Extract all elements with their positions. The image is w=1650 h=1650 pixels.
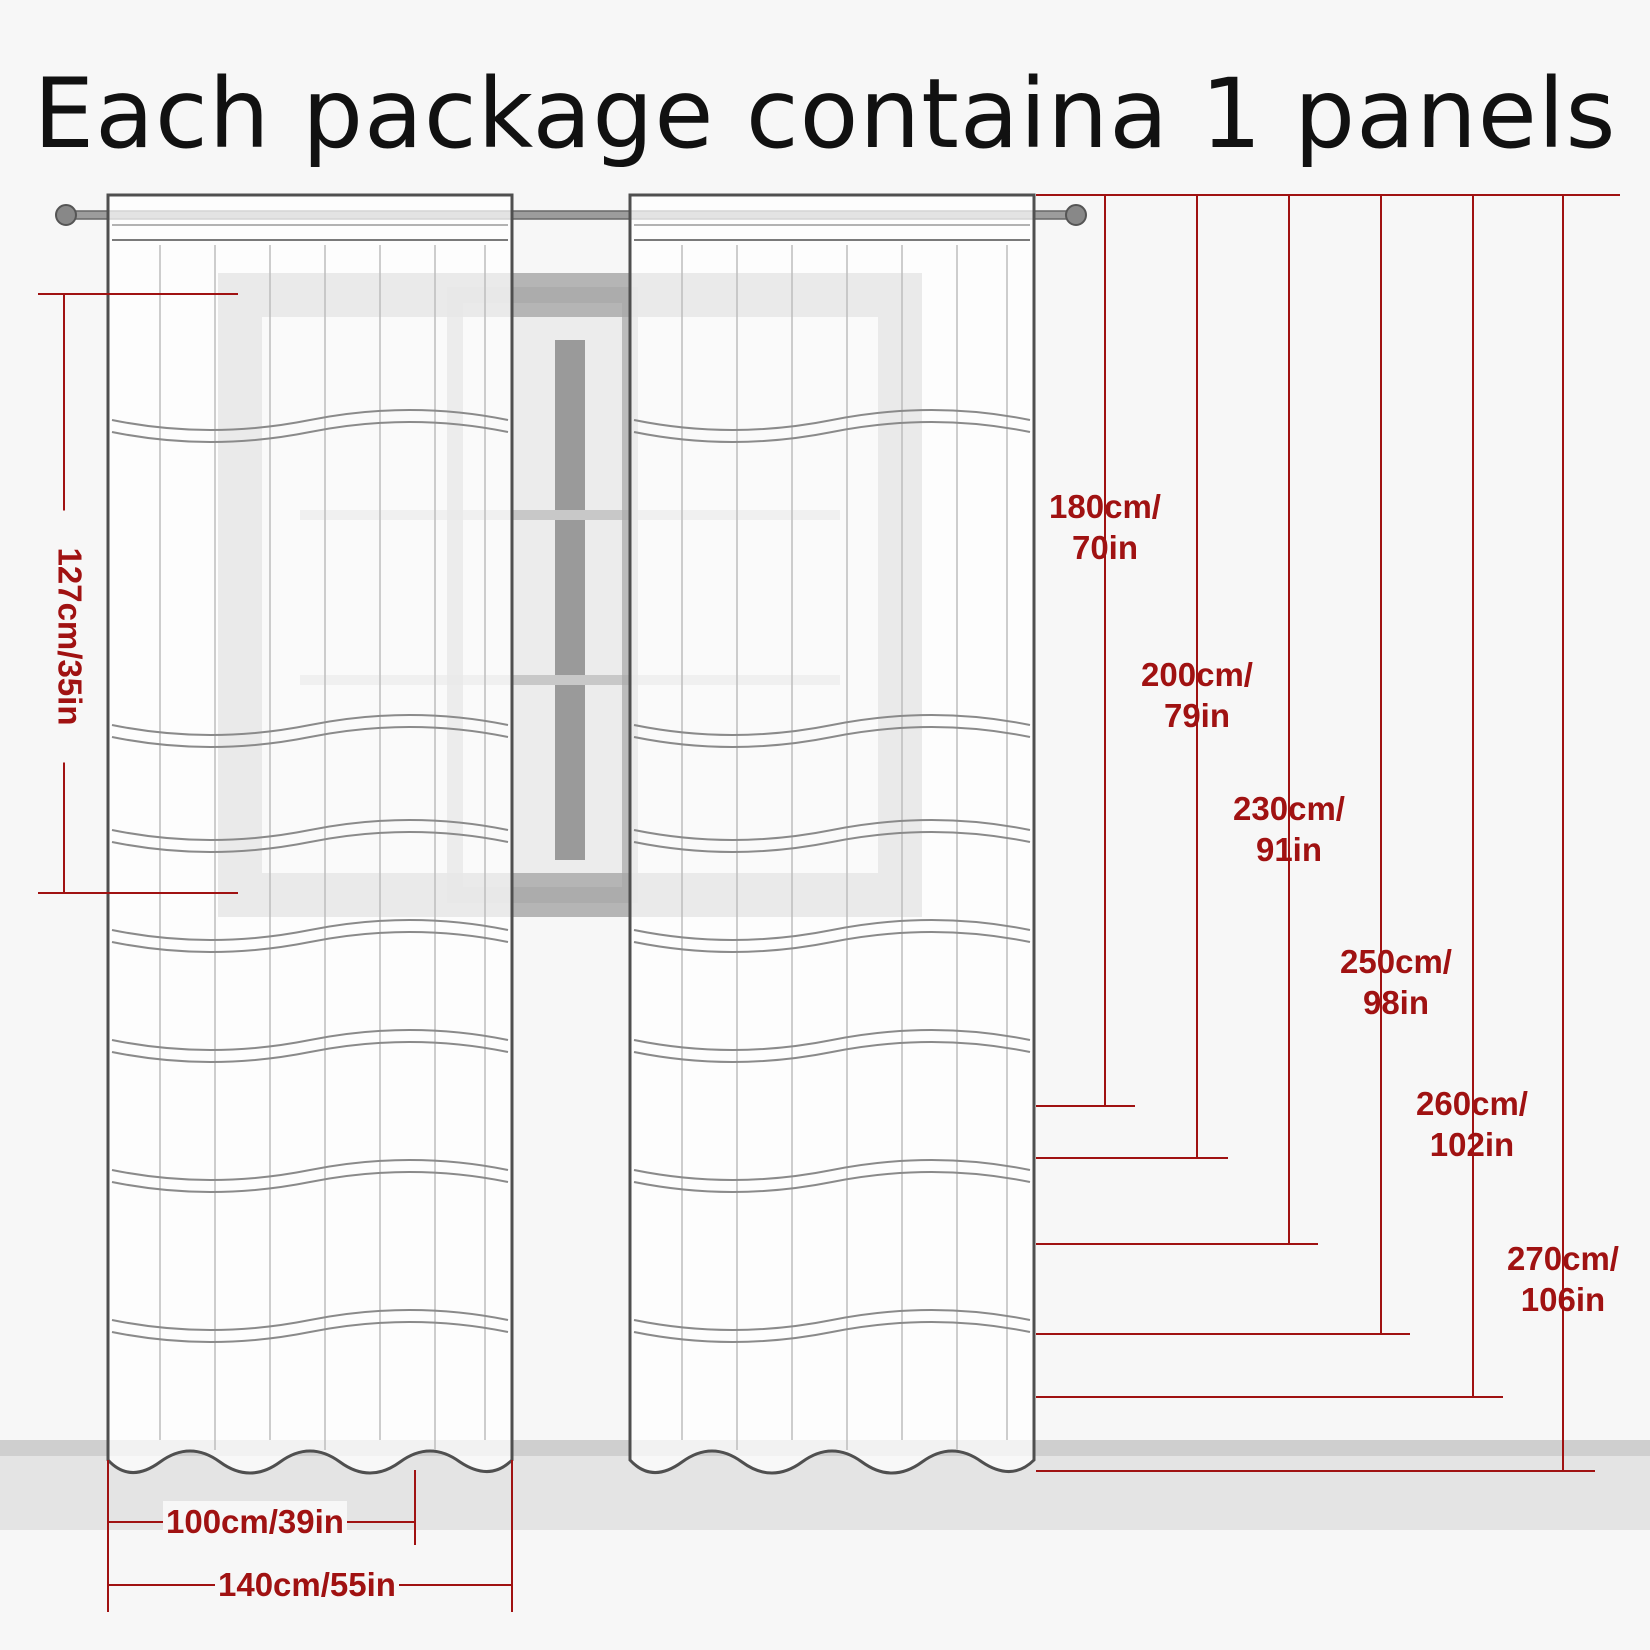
length-label-line: 79in bbox=[1163, 697, 1231, 734]
length-label-260: 260cm/ 102in bbox=[1407, 1083, 1537, 1165]
length-label-line: 70in bbox=[1071, 529, 1139, 566]
length-label-line: 106in bbox=[1520, 1281, 1606, 1318]
width-label-140: 140cm/55in bbox=[215, 1564, 399, 1605]
length-label-line: 180cm/ bbox=[1049, 488, 1161, 525]
page-title: Each package containa 1 panels bbox=[33, 58, 1617, 170]
length-label-line: 270cm/ bbox=[1507, 1240, 1619, 1277]
length-label-line: 91in bbox=[1255, 831, 1323, 868]
length-label-line: 260cm/ bbox=[1416, 1085, 1528, 1122]
window-height-label: 127cm/35in bbox=[49, 510, 91, 763]
length-label-270: 270cm/ 106in bbox=[1498, 1238, 1628, 1320]
width-label-100: 100cm/39in bbox=[163, 1501, 347, 1542]
length-label-line: 200cm/ bbox=[1141, 656, 1253, 693]
length-label-line: 250cm/ bbox=[1340, 943, 1452, 980]
length-label-250: 250cm/ 98in bbox=[1331, 941, 1461, 1023]
curtain-panel-left bbox=[106, 193, 514, 1475]
length-label-line: 230cm/ bbox=[1233, 790, 1345, 827]
length-label-180: 180cm/ 70in bbox=[1040, 486, 1170, 568]
length-label-line: 98in bbox=[1362, 984, 1430, 1021]
dimension-lines bbox=[38, 194, 1620, 1612]
length-label-230: 230cm/ 91in bbox=[1224, 788, 1354, 870]
length-label-line: 102in bbox=[1429, 1126, 1515, 1163]
curtain-panel-right bbox=[628, 193, 1036, 1475]
length-label-200: 200cm/ 79in bbox=[1132, 654, 1262, 736]
